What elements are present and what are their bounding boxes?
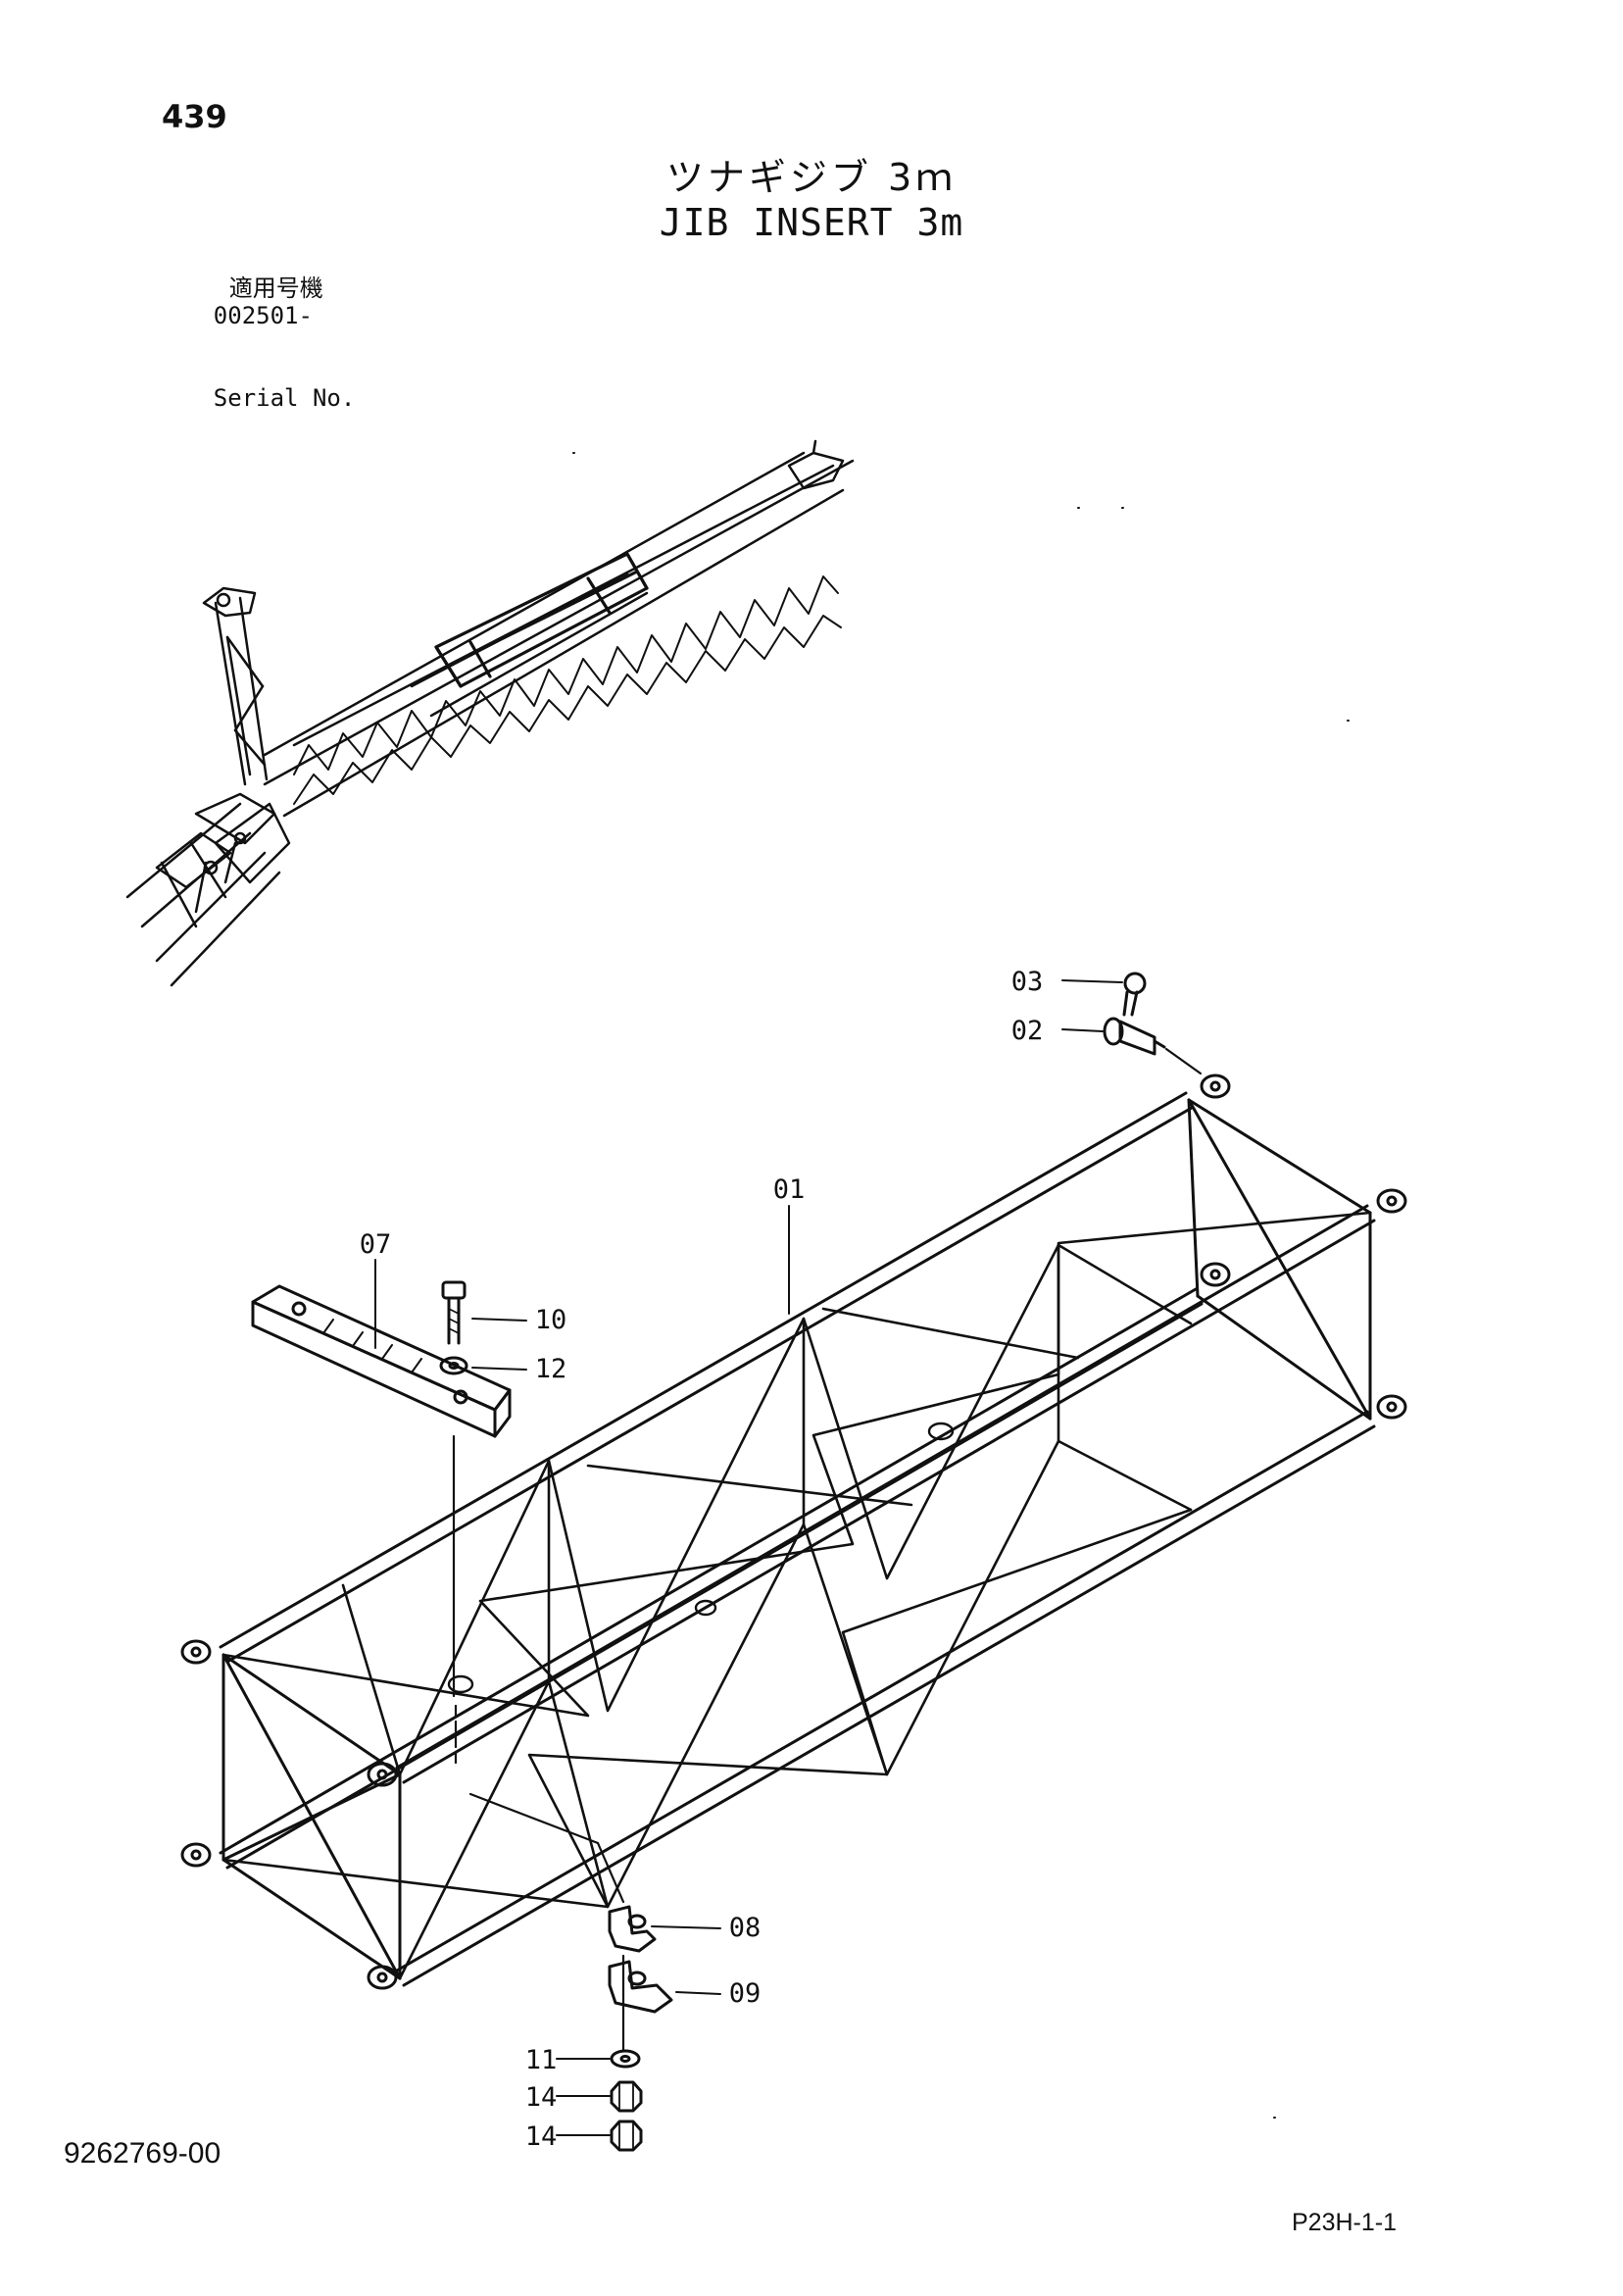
serial-label-en: Serial No.: [213, 384, 356, 412]
callout-12: 12: [535, 1354, 567, 1384]
part-12-washer: [439, 1356, 468, 1375]
part-08-clamp: [608, 1905, 657, 1953]
jib-lattice: [293, 575, 842, 805]
title-japanese: ツナギジブ 3ｍ: [665, 156, 958, 199]
mast-frame: [202, 586, 269, 786]
sheet-code: P23H-1-1: [1292, 2209, 1397, 2236]
callout-labels: 03 02 01 07 10 12 08 09 11 14 14: [360, 967, 1044, 2152]
serial-label-jp: 適用号機: [228, 275, 323, 302]
jib-chords: [263, 451, 855, 818]
part-10-bolt: [441, 1280, 467, 1345]
callout-07: 07: [360, 1229, 392, 1260]
part-09-clamp: [608, 1960, 673, 2014]
part-02-pin: [1103, 1017, 1166, 1056]
jib-tip: [787, 439, 845, 490]
callout-03: 03: [1011, 967, 1044, 997]
callout-09: 09: [729, 1978, 762, 2009]
frame-lugs: [180, 1073, 1407, 1990]
part-14-nut-upper: [610, 2080, 643, 2113]
part-07-pad: [251, 1284, 512, 1438]
overview-jib-illustration: [125, 439, 1350, 2119]
part-14-nut-lower: [610, 2120, 643, 2152]
serial-block: 適用号機 002501- Serial No.: [157, 247, 356, 439]
callout-08: 08: [729, 1913, 762, 1943]
part-03-ring-pin: [1122, 972, 1147, 1017]
jib-insert-frame: [180, 1073, 1407, 1990]
callout-01: 01: [773, 1174, 806, 1205]
stray-dots: [572, 452, 1350, 2119]
assembly-lines: [452, 1047, 1203, 2053]
title-english: JIB INSERT 3m: [659, 201, 964, 244]
callout-11: 11: [525, 2045, 558, 2075]
callout-leaders: [374, 979, 1123, 2136]
boom-lines: [125, 792, 291, 987]
callout-10: 10: [535, 1305, 567, 1335]
jib-insert-section: [434, 552, 649, 688]
document-number: 9262769-00: [64, 2137, 221, 2170]
callout-14-lower: 14: [525, 2121, 558, 2152]
page-number: 439: [162, 98, 227, 135]
part-11-washer: [610, 2049, 641, 2069]
callout-14-upper: 14: [525, 2082, 558, 2113]
callout-02: 02: [1011, 1016, 1044, 1046]
serial-value: 002501-: [213, 302, 313, 329]
